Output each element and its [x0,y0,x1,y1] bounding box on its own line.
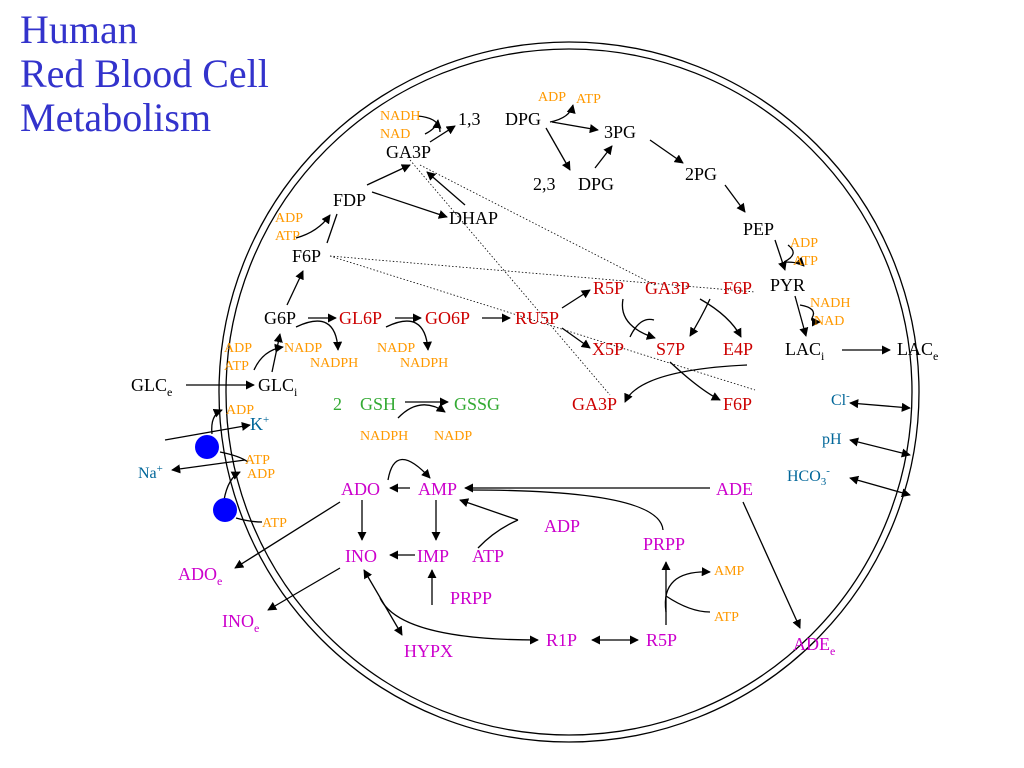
na-k-pump [195,435,219,459]
label-r5p: R5P [593,278,624,298]
label-e4p: E4P [723,339,753,359]
cof-gsr-nadp: NADP [434,429,472,444]
label-ph: pH [822,431,842,448]
cof-pk-adp: ADP [790,236,818,251]
label-gsh: GSH [360,394,396,414]
label-k: K+ [250,414,269,434]
label-13-dpg: DPG [505,109,541,129]
cof-g6pd-nadph: NADPH [310,356,358,371]
cell-membrane-inner [225,48,913,736]
cof-gapdh-nad: NAD [380,127,410,142]
label-glc-i: GLCi [258,375,298,399]
reaction-arrows [164,104,911,645]
label-prpp-a: PRPP [450,588,492,608]
label-ino: INO [345,546,377,566]
cof-ldh-nadh: NADH [810,296,850,311]
label-lac-e: LACe [897,339,938,363]
label-r1p: R1P [546,630,577,650]
cof-gapdh-nadh: NADH [380,109,420,124]
label-2pg: 2PG [685,164,717,184]
label-gsh-coef: 2 [333,394,342,414]
label-13-num: 1,3 [458,109,481,129]
label-23-num: 2,3 [533,174,556,194]
label-s7p: S7P [656,339,685,359]
cof-pk-atp: ATP [793,254,818,269]
label-hypx: HYPX [404,641,453,661]
label-ade: ADE [716,479,753,499]
cof-gsr-nadph: NADPH [360,429,408,444]
label-ado: ADO [341,479,380,499]
cof-prps-amp: AMP [714,564,745,579]
label-ga3p-a: GA3P [645,278,690,298]
cof-pump-k-adp: ADP [226,403,254,418]
label-g6p: G6P [264,308,296,328]
title-line-2: Red Blood Cell [20,51,269,96]
label-go6p: GO6P [425,308,470,328]
cell-membrane-outer [218,41,920,743]
label-r5p: R5P [646,630,677,650]
label-amp: AMP [418,479,457,499]
label-3pg: 3PG [604,122,636,142]
dotted-links [329,159,756,396]
label-x5p: X5P [592,339,624,359]
label-fdp: FDP [333,190,366,210]
label-na: Na+ [138,463,163,482]
label-cl: Cl- [831,390,850,409]
cof-pump-k-atp: ATP [245,453,270,468]
label-ru5p: RU5P [515,308,559,328]
label-adp: ADP [544,516,580,536]
title-line-1: Human [20,7,138,52]
label-ade-e: ADEe [793,634,835,658]
label-gl6p: GL6P [339,308,382,328]
label-ga3p-b: GA3P [572,394,617,414]
cof-pfk-atp: ATP [275,229,300,244]
ca-pump [213,498,237,522]
label-prpp-b: PRPP [643,534,685,554]
label-lac-i: LACi [785,339,825,363]
label-ado-e: ADOe [178,564,222,588]
label-pyr: PYR [770,275,805,295]
label-23-dpg: DPG [578,174,614,194]
label-ino-e: INOe [222,611,259,635]
label-gssg: GSSG [454,394,500,414]
cof-pgd-nadp: NADP [377,341,415,356]
cof-prps-atp: ATP [714,610,739,625]
label-f6p: F6P [292,246,321,266]
label-ga3p: GA3P [386,142,431,162]
cof-pgk-atp: ATP [576,92,601,107]
cof-hk-atp: ATP [224,359,249,374]
label-pep: PEP [743,219,774,239]
cof-hk-adp: ADP [224,341,252,356]
diagram-title: Human Red Blood Cell Metabolism [20,8,269,140]
label-imp: IMP [417,546,449,566]
label-f6p-b: F6P [723,394,752,414]
cof-g6pd-nadp: NADP [284,341,322,356]
cof-pgk-adp: ADP [538,90,566,105]
cof-pump-ca-atp: ATP [262,516,287,531]
title-line-3: Metabolism [20,95,212,140]
label-f6p-a: F6P [723,278,752,298]
cof-pump-na-adp: ADP [247,467,275,482]
label-atp: ATP [472,546,504,566]
label-glc-e: GLCe [131,375,172,399]
cof-pgd-nadph: NADPH [400,356,448,371]
cof-ldh-nad: NAD [814,314,844,329]
cof-pfk-adp: ADP [275,211,303,226]
label-hco3: HCO3- [787,465,830,488]
label-dhap: DHAP [449,208,498,228]
